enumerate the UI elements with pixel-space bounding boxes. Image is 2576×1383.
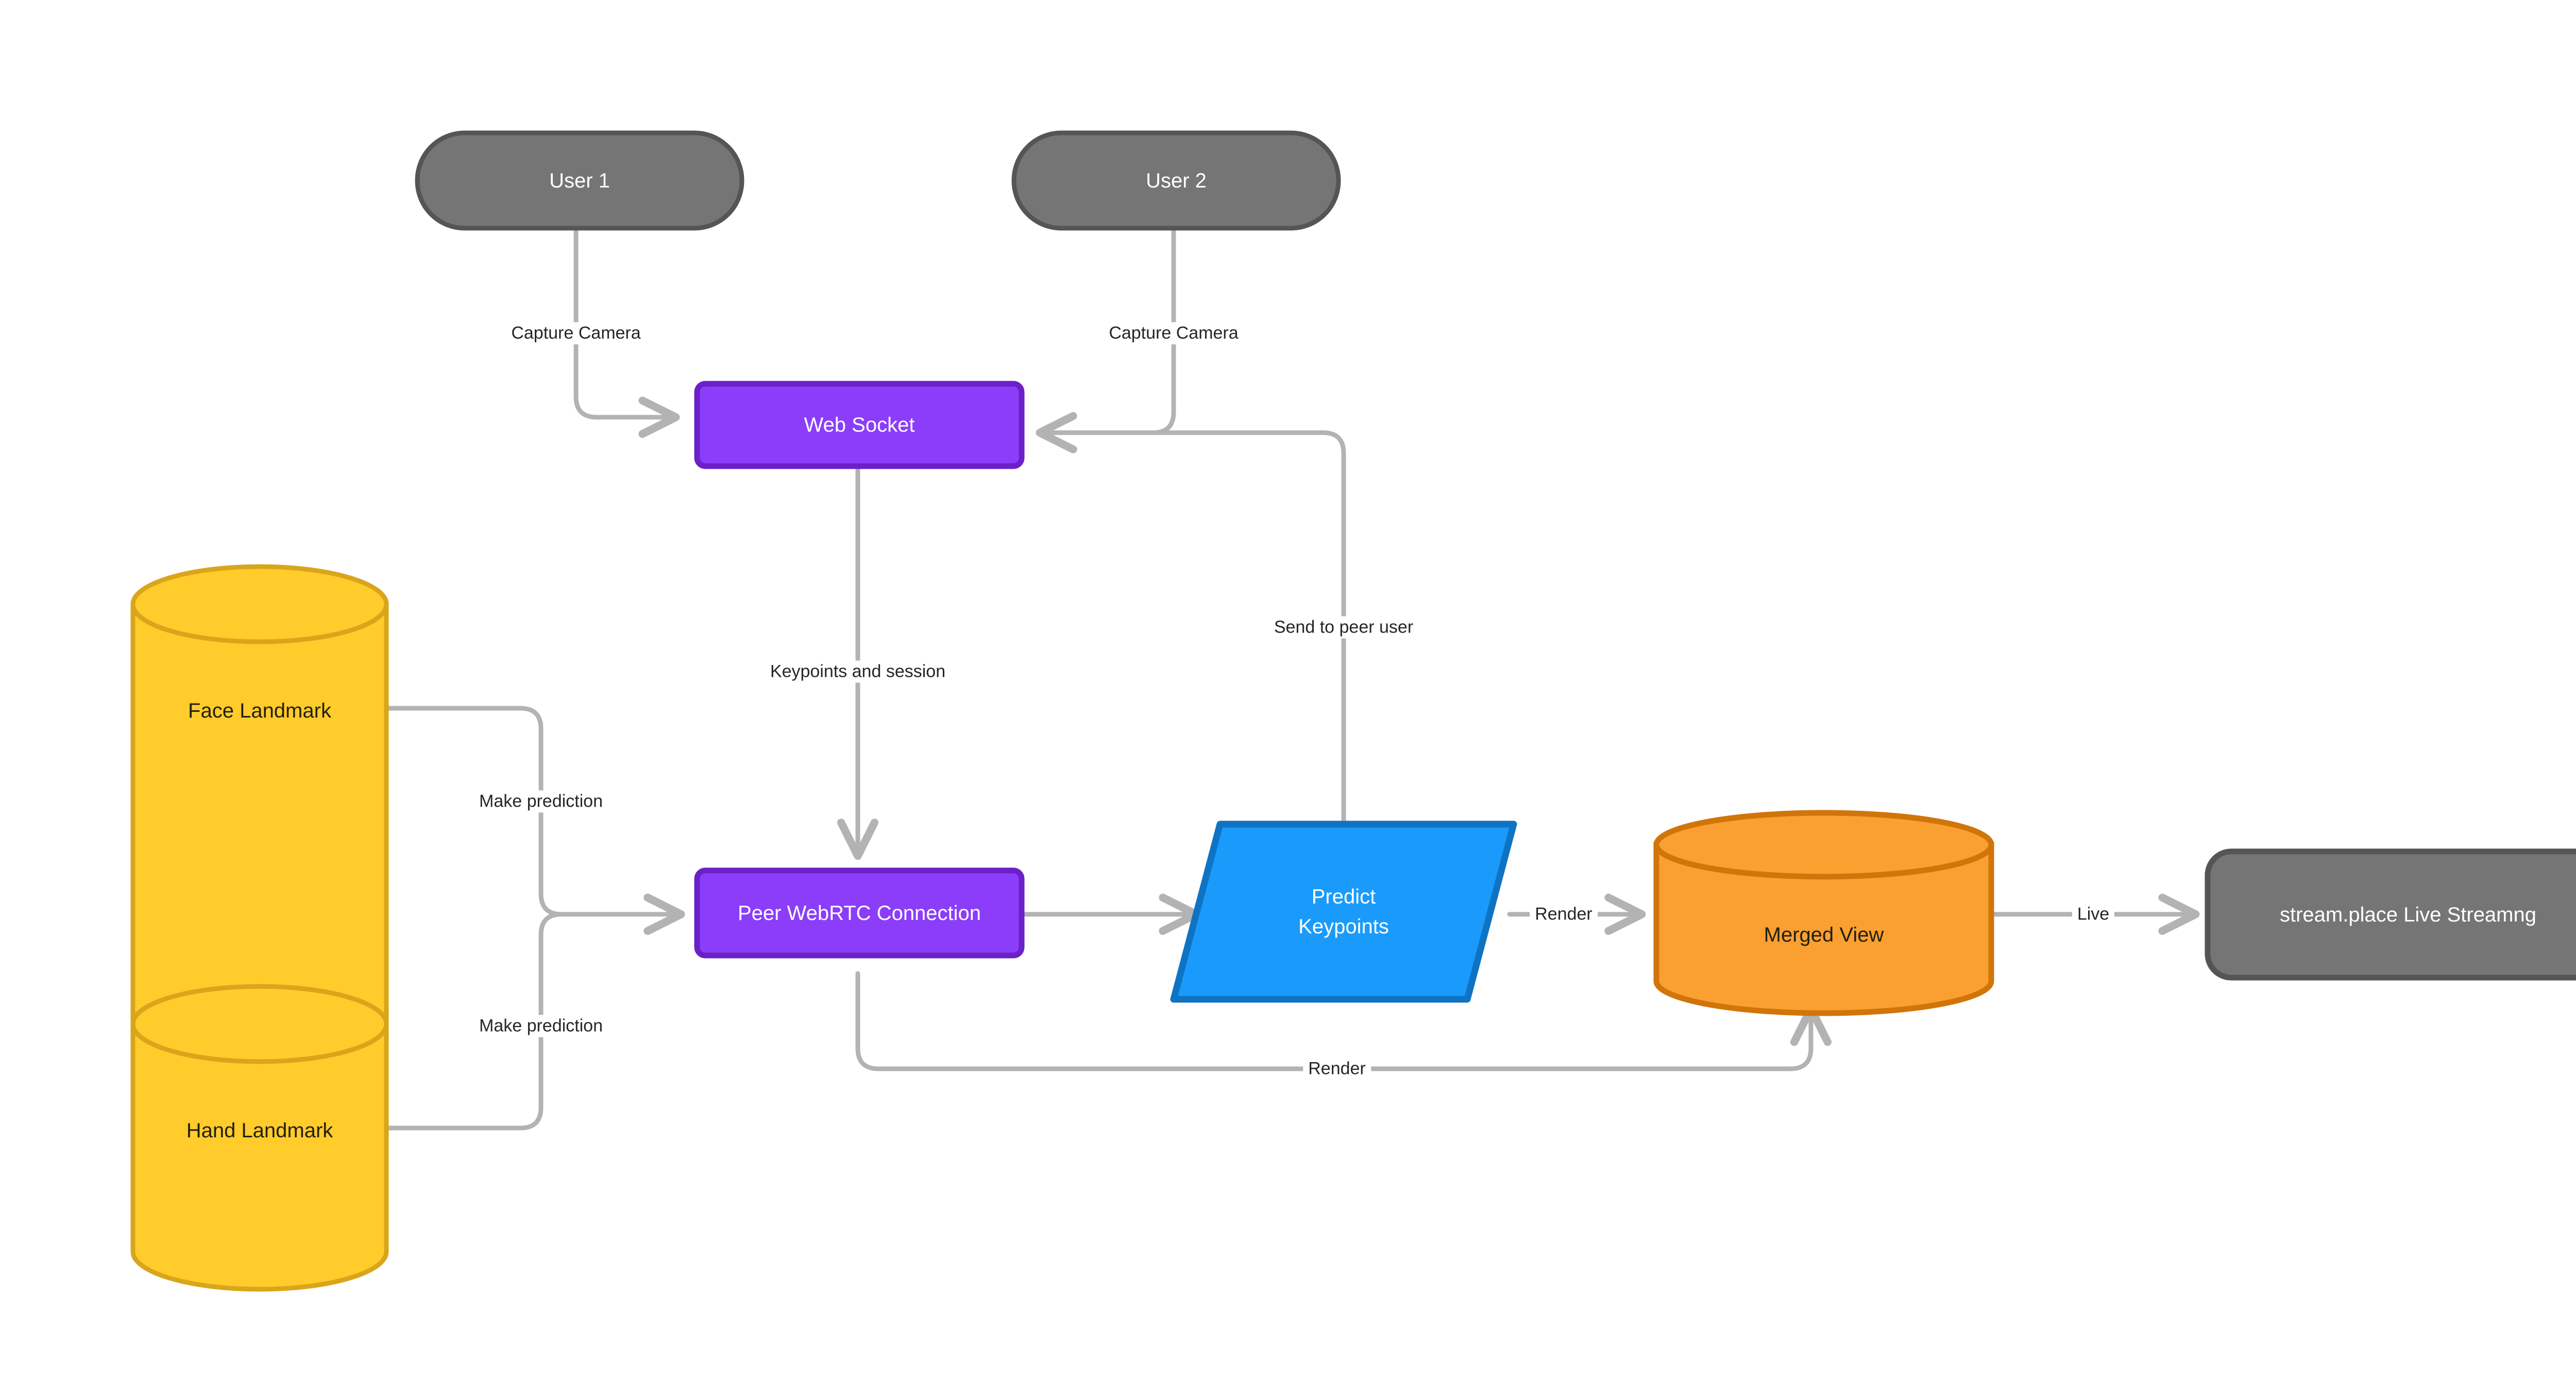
edge-hand-peer	[384, 893, 685, 1131]
node-user2[interactable]	[1011, 130, 1341, 231]
node-peer-webrtc[interactable]	[694, 867, 1025, 959]
node-face-landmark[interactable]	[130, 564, 389, 1098]
edge-face-peer	[384, 706, 685, 935]
edge-user2-websocket	[1036, 226, 1176, 454]
node-stream-place[interactable]	[2205, 848, 2576, 981]
node-user1[interactable]	[415, 130, 744, 231]
node-hand-landmark[interactable]	[130, 984, 389, 1292]
node-websocket[interactable]	[694, 381, 1025, 469]
node-predict-keypoints[interactable]	[1170, 821, 1517, 1003]
edge-predict-websocket	[1150, 430, 1346, 829]
node-merged-view[interactable]	[1653, 810, 1994, 1016]
edge-user1-websocket	[573, 226, 680, 438]
